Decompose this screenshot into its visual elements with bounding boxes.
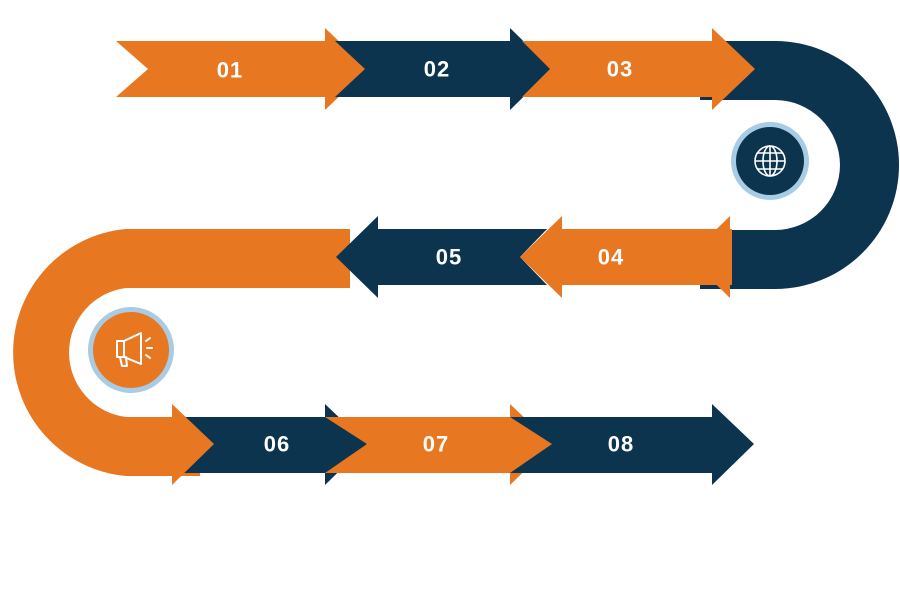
right-curve — [700, 41, 899, 289]
step-label-02: 02 — [424, 57, 450, 82]
step-label-01: 01 — [217, 58, 243, 83]
step-label-06: 06 — [264, 432, 290, 457]
step-label-04: 04 — [598, 245, 624, 270]
globe-badge — [731, 122, 809, 200]
step-arrow-06 — [156, 404, 367, 485]
step-label-03: 03 — [607, 57, 633, 82]
megaphone-icon — [116, 332, 153, 367]
step-arrow-08 — [510, 404, 754, 485]
step-arrow-01 — [116, 28, 368, 110]
step-arrow-03 — [522, 28, 755, 110]
step-label-05: 05 — [436, 245, 462, 270]
step-label-07: 07 — [423, 432, 449, 457]
step-arrow-04-tip — [688, 216, 732, 298]
globe-icon — [754, 145, 786, 177]
step-arrow-07 — [325, 404, 552, 485]
step-arrow-05 — [336, 216, 547, 298]
step-arrow-04 — [520, 216, 732, 298]
step-arrow-06-tail — [156, 404, 214, 485]
megaphone-badge — [88, 307, 174, 393]
left-curve — [13, 229, 350, 476]
step-label-08: 08 — [608, 432, 634, 457]
step-arrow-02 — [335, 28, 552, 110]
